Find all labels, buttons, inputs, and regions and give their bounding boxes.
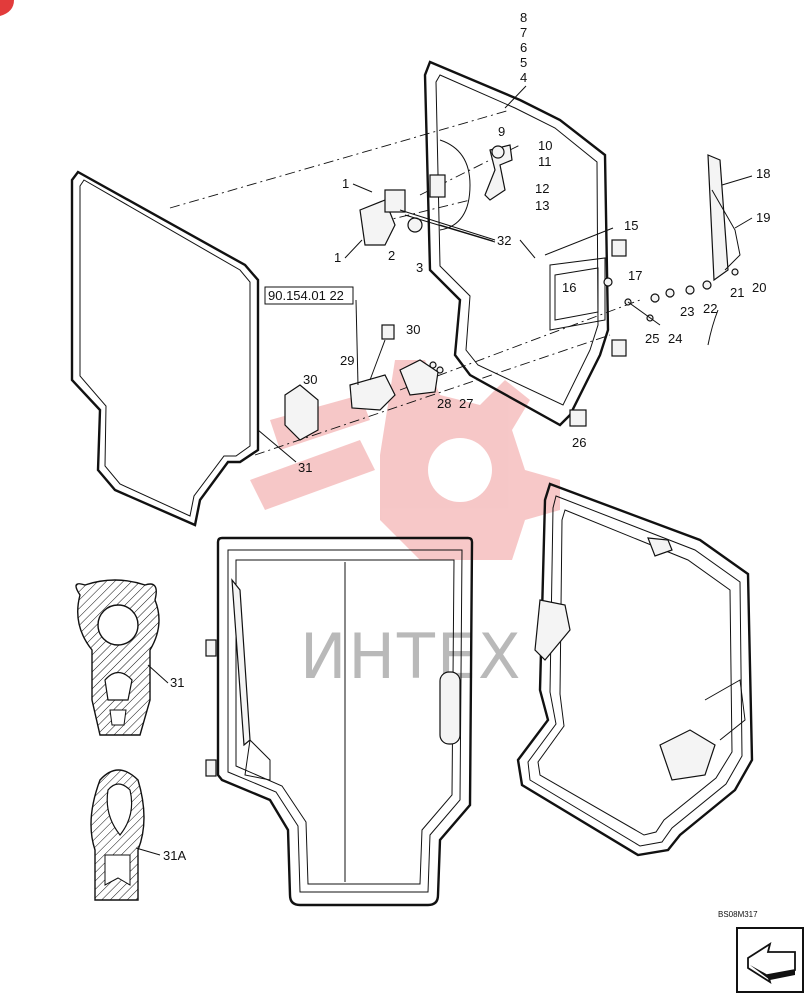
callout-22: 22: [703, 301, 717, 316]
clip-26: [569, 409, 587, 427]
callout-29: 29: [340, 353, 354, 368]
watermark-text: ИНТЕХ: [300, 620, 523, 693]
callout-16: 16: [562, 280, 576, 295]
door-frame-exploded: [423, 60, 627, 427]
callout-9: 9: [498, 124, 505, 139]
callout-32: 32: [497, 233, 511, 248]
callout-2: 2: [388, 248, 395, 263]
callout-10: 10: [538, 138, 552, 153]
callout-28: 28: [437, 396, 451, 411]
door-assembled-rear: [516, 482, 754, 857]
callout-30-right: 30: [406, 322, 420, 337]
callout-6: 6: [520, 40, 527, 55]
callout-3: 3: [416, 260, 423, 275]
reference-box-text: 90.154.01 22: [268, 288, 344, 303]
callout-1-top: 1: [342, 176, 349, 191]
seal-profile-31: [75, 579, 160, 736]
callout-8: 8: [520, 10, 527, 25]
door-handle-12: [484, 144, 513, 201]
wiper-blade: [707, 154, 741, 346]
callout-17: 17: [628, 268, 642, 283]
callout-26: 26: [572, 435, 586, 450]
callout-13: 13: [535, 198, 549, 213]
door-assembled-front: [205, 536, 474, 907]
watermark-logo: [250, 360, 560, 560]
callout-5: 5: [520, 55, 527, 70]
callout-27: 27: [459, 396, 473, 411]
corner-mark: [0, 0, 14, 16]
callout-4: 4: [520, 70, 527, 85]
callout-21: 21: [730, 285, 744, 300]
callout-31-profile: 31: [170, 675, 184, 690]
callout-12: 12: [535, 181, 549, 196]
latch-assembly: [284, 324, 444, 441]
callout-19: 19: [756, 210, 770, 225]
callout-leaders: [135, 85, 753, 856]
callout-20: 20: [752, 280, 766, 295]
callout-1-bottom: 1: [334, 250, 341, 265]
callout-7: 7: [520, 25, 527, 40]
reference-box: 90.154.01 22: [264, 286, 354, 305]
callout-25: 25: [645, 331, 659, 346]
callout-11: 11: [538, 154, 552, 169]
callout-labels: 8 7 6 5 4 9 10 11 12 13 1 1 2 32 3 15 16…: [163, 10, 770, 863]
callout-31-seal: 31: [298, 460, 312, 475]
callout-30-left: 30: [303, 372, 317, 387]
callout-15: 15: [624, 218, 638, 233]
callout-18: 18: [756, 166, 770, 181]
callout-24: 24: [668, 331, 682, 346]
door-seal-31: [70, 170, 260, 527]
callout-31A-profile: 31A: [163, 848, 186, 863]
next-page-arrow-icon[interactable]: [736, 927, 804, 993]
callout-23: 23: [680, 304, 694, 319]
leader-lines: [169, 109, 641, 456]
drawing-code: BS08M317: [718, 910, 758, 919]
window-hinge-assembly: [519, 239, 739, 331]
seal-profile-31A: [90, 769, 145, 901]
